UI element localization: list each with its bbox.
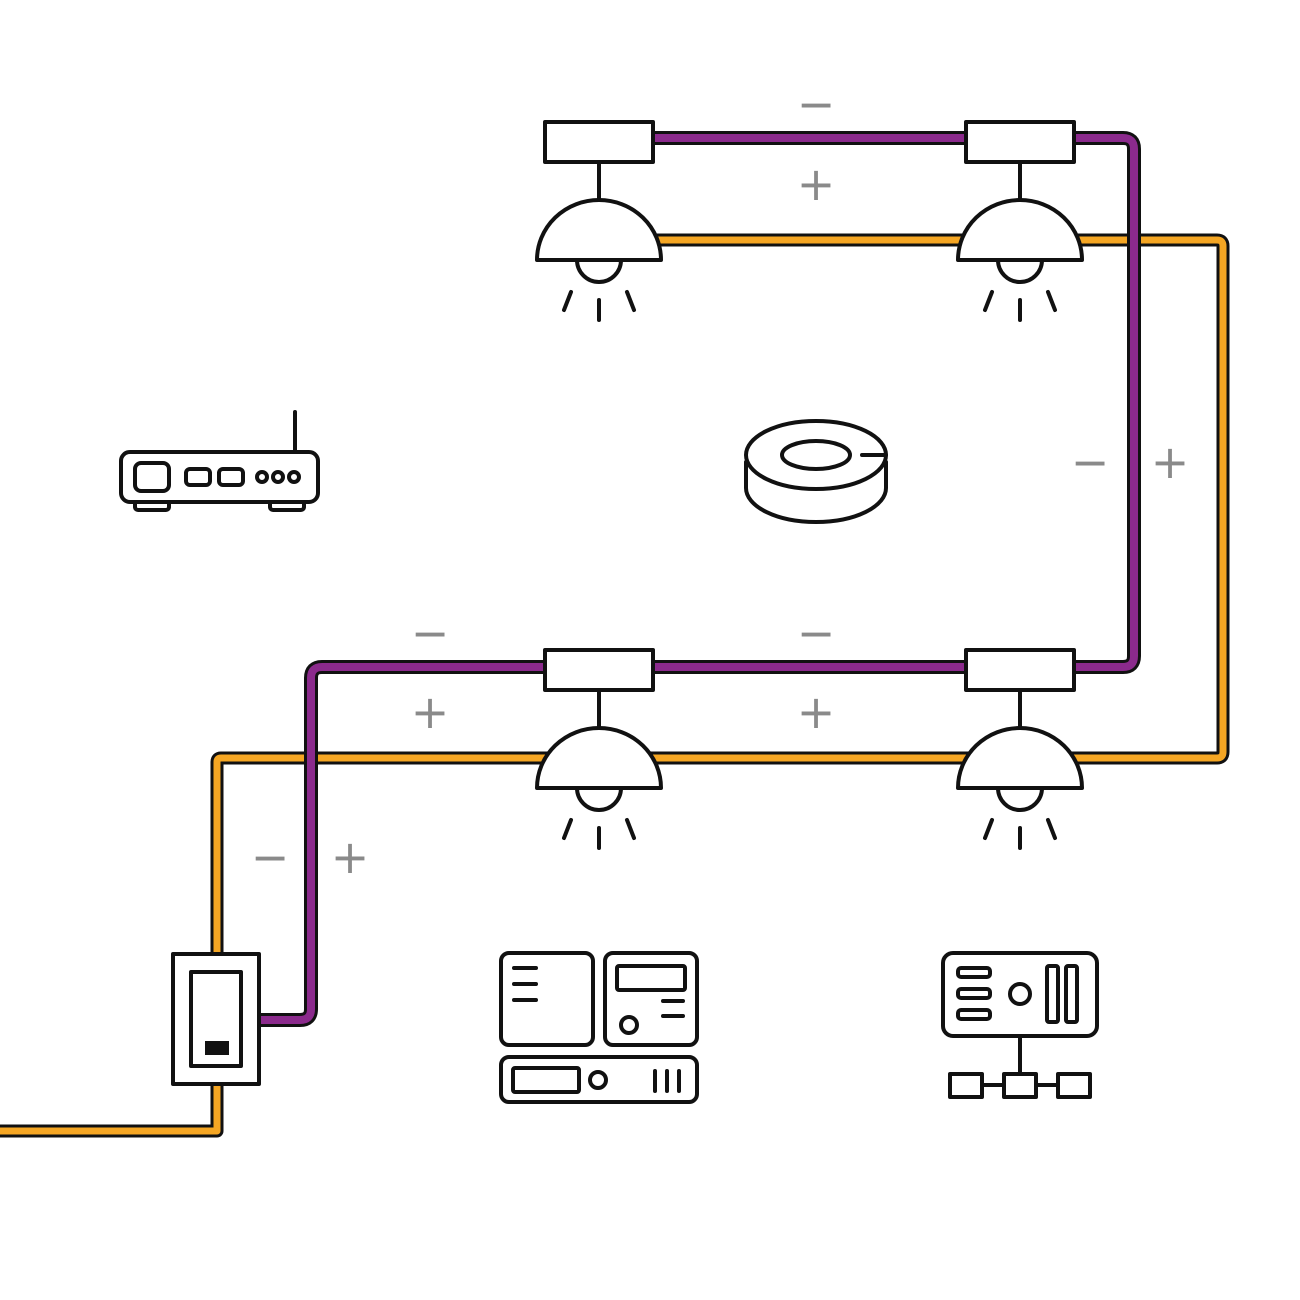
positive-sign: +: [797, 157, 836, 211]
negative-sign: −: [1071, 435, 1110, 489]
ceiling-lamp-icon: [535, 648, 663, 850]
positive-sign: +: [331, 830, 370, 884]
network-server-icon: [941, 951, 1099, 1099]
negative-sign: −: [797, 77, 836, 131]
ceiling-lamp-icon: [956, 120, 1084, 322]
negative-sign: −: [251, 830, 290, 884]
positive-sign: +: [1151, 435, 1190, 489]
negative-sign: −: [411, 606, 450, 660]
polarity-labels: − + − + − + − + − +: [251, 77, 1190, 884]
positive-sign: +: [797, 685, 836, 739]
negative-sign: −: [797, 606, 836, 660]
wall-switch-icon: [171, 952, 261, 1086]
audio-rack-icon: [499, 951, 699, 1104]
positive-wire-core: [0, 236, 1227, 1135]
positive-sign: +: [411, 685, 450, 739]
ceiling-lamp-icon: [535, 120, 663, 322]
positive-wire: [0, 233, 1230, 1138]
router-icon: [119, 410, 320, 512]
ceiling-lamp-icon: [956, 648, 1084, 850]
negative-wire: [258, 131, 1141, 1027]
negative-wire-core: [258, 134, 1138, 1024]
tape-roll-icon: [744, 419, 888, 524]
